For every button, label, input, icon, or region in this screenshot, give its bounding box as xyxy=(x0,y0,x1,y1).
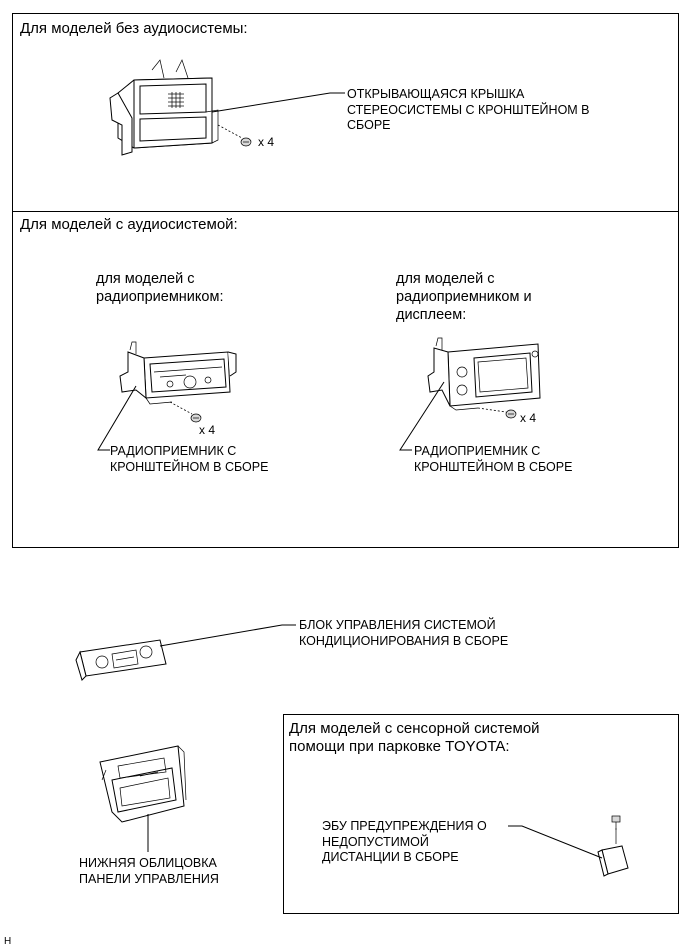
ac-control-unit-illustration xyxy=(75,639,167,681)
ac-control-unit-label: БЛОК УПРАВЛЕНИЯ СИСТЕМОЙ КОНДИЦИОНИРОВАН… xyxy=(299,618,509,648)
subtitle-radio-display: для моделей с радиоприемником и дисплеем… xyxy=(396,271,532,324)
figure-code: H xyxy=(4,936,12,947)
lower-panel-trim-illustration xyxy=(99,745,187,823)
screw-icon xyxy=(190,413,202,423)
quantity-label: x 4 xyxy=(199,423,215,437)
radio-receiver-illustration xyxy=(119,341,237,405)
section-parking-sensor-frame xyxy=(283,714,679,914)
quantity-label: x 4 xyxy=(258,135,274,149)
quantity-label: x 4 xyxy=(520,411,536,425)
radio-display-label: РАДИОПРИЕМНИК С КРОНШТЕЙНОМ В СБОРЕ xyxy=(414,444,573,474)
leader-line xyxy=(211,92,345,113)
lower-panel-label: НИЖНЯЯ ОБЛИЦОВКА ПАНЕЛИ УПРАВЛЕНИЯ xyxy=(79,856,219,886)
leader-line xyxy=(399,381,445,451)
subtitle-radio: для моделей с радиоприемником: xyxy=(96,271,224,306)
leader-line xyxy=(508,825,603,859)
screw-guide xyxy=(169,401,193,415)
leader-line xyxy=(97,385,137,451)
radio-receiver-label: РАДИОПРИЕМНИК С КРОНШТЕЙНОМ В СБОРЕ xyxy=(110,444,269,474)
screw-icon xyxy=(505,409,517,419)
section-title-parking-sensor: Для моделей с сенсорной системой помощи … xyxy=(289,720,540,755)
leader-line xyxy=(159,624,296,647)
screw-guide xyxy=(217,124,243,139)
clearance-ecu-label: ЭБУ ПРЕДУПРЕЖДЕНИЯ О НЕДОПУСТИМОЙ ДИСТАН… xyxy=(322,819,487,865)
section-title-audio: Для моделей с аудиосистемой: xyxy=(20,216,238,233)
section-audio-frame xyxy=(12,211,679,548)
radio-with-display-illustration xyxy=(427,337,541,411)
screw-guide xyxy=(477,407,507,413)
screw-icon xyxy=(240,137,252,147)
stereo-cover-illustration xyxy=(109,59,219,156)
clearance-warning-ecu-illustration xyxy=(597,828,629,877)
section-title-no-audio: Для моделей без аудиосистемы: xyxy=(20,20,248,37)
stereo-cover-label: ОТКРЫВАЮЩАЯСЯ КРЫШКА СТЕРЕОСИСТЕМЫ С КРО… xyxy=(347,87,590,133)
bolt-icon xyxy=(611,815,621,830)
